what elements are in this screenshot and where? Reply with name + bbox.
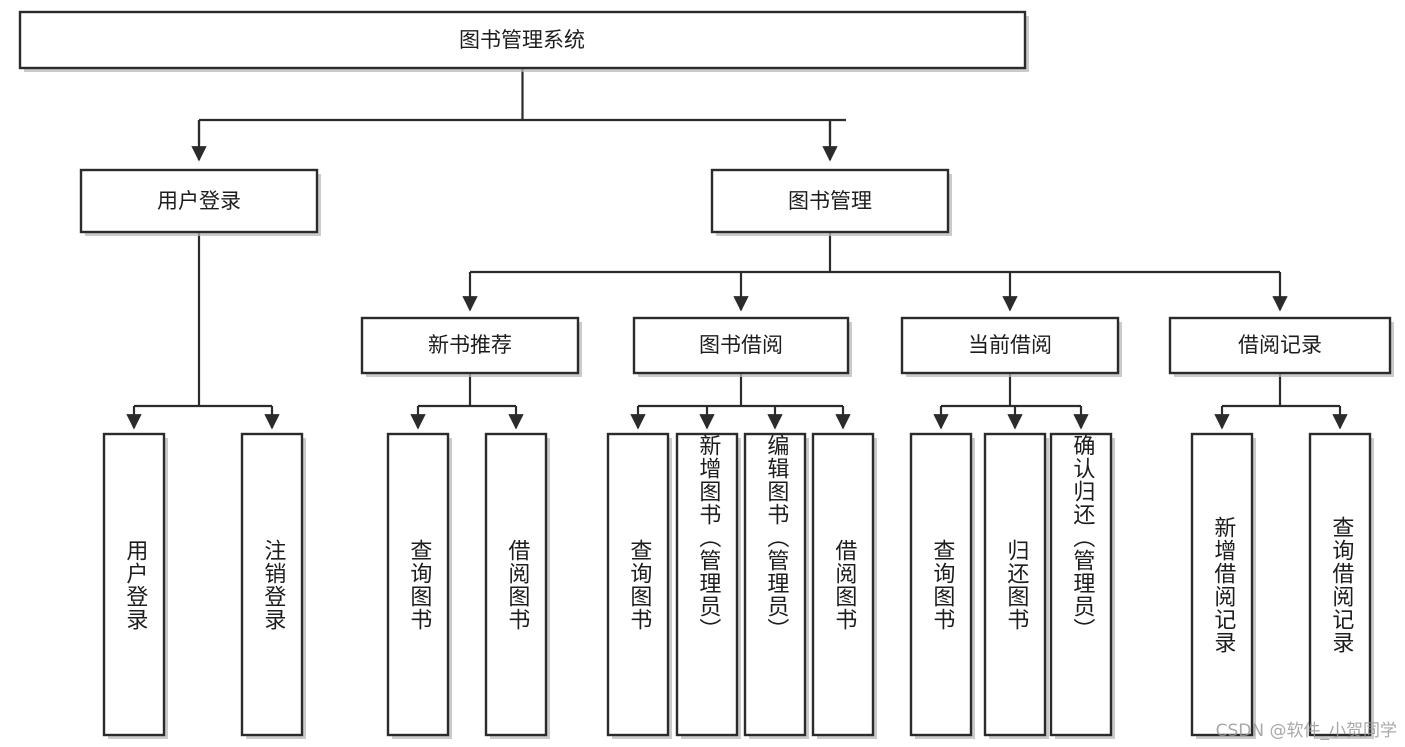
leaf-box-borrow-book-rec[interactable] xyxy=(484,432,548,737)
leaf-box-group xyxy=(102,432,1374,739)
leaf-box-add-book-admin[interactable] xyxy=(675,432,739,737)
leaf-box-borrow-book-bor[interactable] xyxy=(811,432,875,737)
leaf-box-confirm-return-admin[interactable] xyxy=(1049,432,1113,737)
node-root-box xyxy=(18,10,1027,70)
node-book-manage-box xyxy=(710,168,950,234)
leaf-box-query-book-rec[interactable] xyxy=(386,432,450,737)
leaf-box-edit-book-admin[interactable] xyxy=(743,432,807,737)
connector-new-book-bus xyxy=(418,373,516,408)
node-current-borrow[interactable]: 当前借阅 xyxy=(900,316,1122,377)
connector-current-borrow-bus xyxy=(941,373,1081,408)
leaf-box-logout-login[interactable] xyxy=(240,432,304,737)
node-root-label: 图书管理系统 xyxy=(459,28,585,52)
leaf-box-add-borrow-record[interactable] xyxy=(1190,432,1254,737)
connector-borrow-record-bus xyxy=(1222,373,1340,408)
connector-book-borrow-bus xyxy=(638,373,843,408)
leaf-box-query-book-bor[interactable] xyxy=(606,432,670,737)
leaf-box-query-borrow-record[interactable] xyxy=(1308,432,1372,737)
node-user-login-label: 用户登录 xyxy=(157,189,241,213)
connector-root-bus xyxy=(197,68,846,144)
node-root[interactable]: 图书管理系统 xyxy=(18,10,1029,72)
connector-user-login-bus xyxy=(134,232,272,408)
node-book-manage[interactable]: 图书管理 xyxy=(710,168,952,236)
connector-book-manage-bus xyxy=(470,232,1280,274)
node-current-borrow-label: 当前借阅 xyxy=(968,333,1052,357)
node-borrow-record-box xyxy=(1168,316,1392,375)
leaf-box-return-book[interactable] xyxy=(983,432,1047,737)
node-current-borrow-box xyxy=(900,316,1120,375)
node-book-borrow-label: 图书借阅 xyxy=(699,333,783,357)
node-new-book-recommend-label: 新书推荐 xyxy=(428,333,512,357)
node-borrow-record[interactable]: 借阅记录 xyxy=(1168,316,1394,377)
leaf-box-user-login[interactable] xyxy=(102,432,166,737)
node-user-login-box xyxy=(79,168,319,234)
node-user-login[interactable]: 用户登录 xyxy=(79,168,321,236)
node-book-borrow[interactable]: 图书借阅 xyxy=(632,316,852,377)
node-book-borrow-box xyxy=(632,316,850,375)
node-new-book-recommend-box xyxy=(360,316,580,375)
connector-group xyxy=(126,68,1348,430)
leaf-box-query-book-cur[interactable] xyxy=(909,432,973,737)
node-book-manage-label: 图书管理 xyxy=(788,189,872,213)
node-new-book-recommend[interactable]: 新书推荐 xyxy=(360,316,582,377)
node-borrow-record-label: 借阅记录 xyxy=(1238,333,1322,357)
